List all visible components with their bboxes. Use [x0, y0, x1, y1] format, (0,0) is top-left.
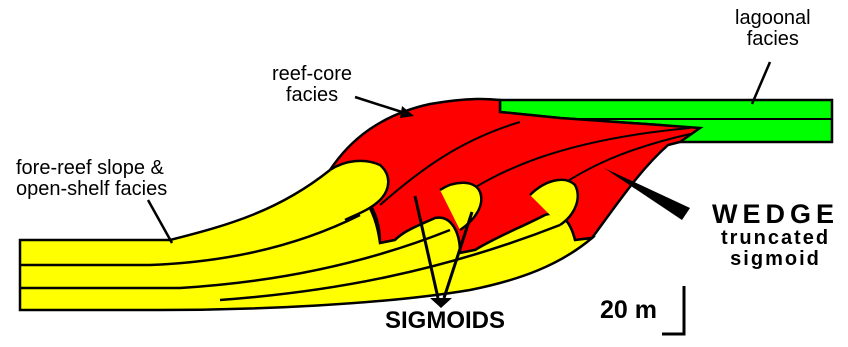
reef-core-label-line2: facies	[272, 85, 352, 106]
wedge-sub-line1: truncated	[712, 228, 839, 249]
wedge-title: WEDGE	[712, 200, 839, 228]
wedge-sub-line2: sigmoid	[712, 249, 839, 270]
lagoonal-facies-label: lagoonal facies	[735, 8, 811, 50]
lagoonal-label-line1: lagoonal	[735, 8, 811, 29]
wedge-label: WEDGE truncated sigmoid	[712, 200, 839, 270]
fore-reef-label-line1: fore-reef slope &	[16, 158, 167, 179]
fore-reef-label-line2: open-shelf facies	[16, 179, 167, 200]
sigmoids-label: SIGMOIDS	[385, 308, 505, 333]
reef-core-facies-label: reef-core facies	[272, 64, 352, 106]
reef-core-pointer	[355, 97, 405, 113]
fore-reef-pointer	[148, 200, 172, 243]
lagoonal-pointer	[752, 62, 770, 104]
reef-core-label-line1: reef-core	[272, 64, 352, 85]
fore-reef-facies-label: fore-reef slope & open-shelf facies	[16, 158, 167, 200]
scale-bar	[662, 286, 684, 334]
lagoonal-label-line2: facies	[735, 29, 811, 50]
scale-label: 20 m	[600, 297, 657, 323]
